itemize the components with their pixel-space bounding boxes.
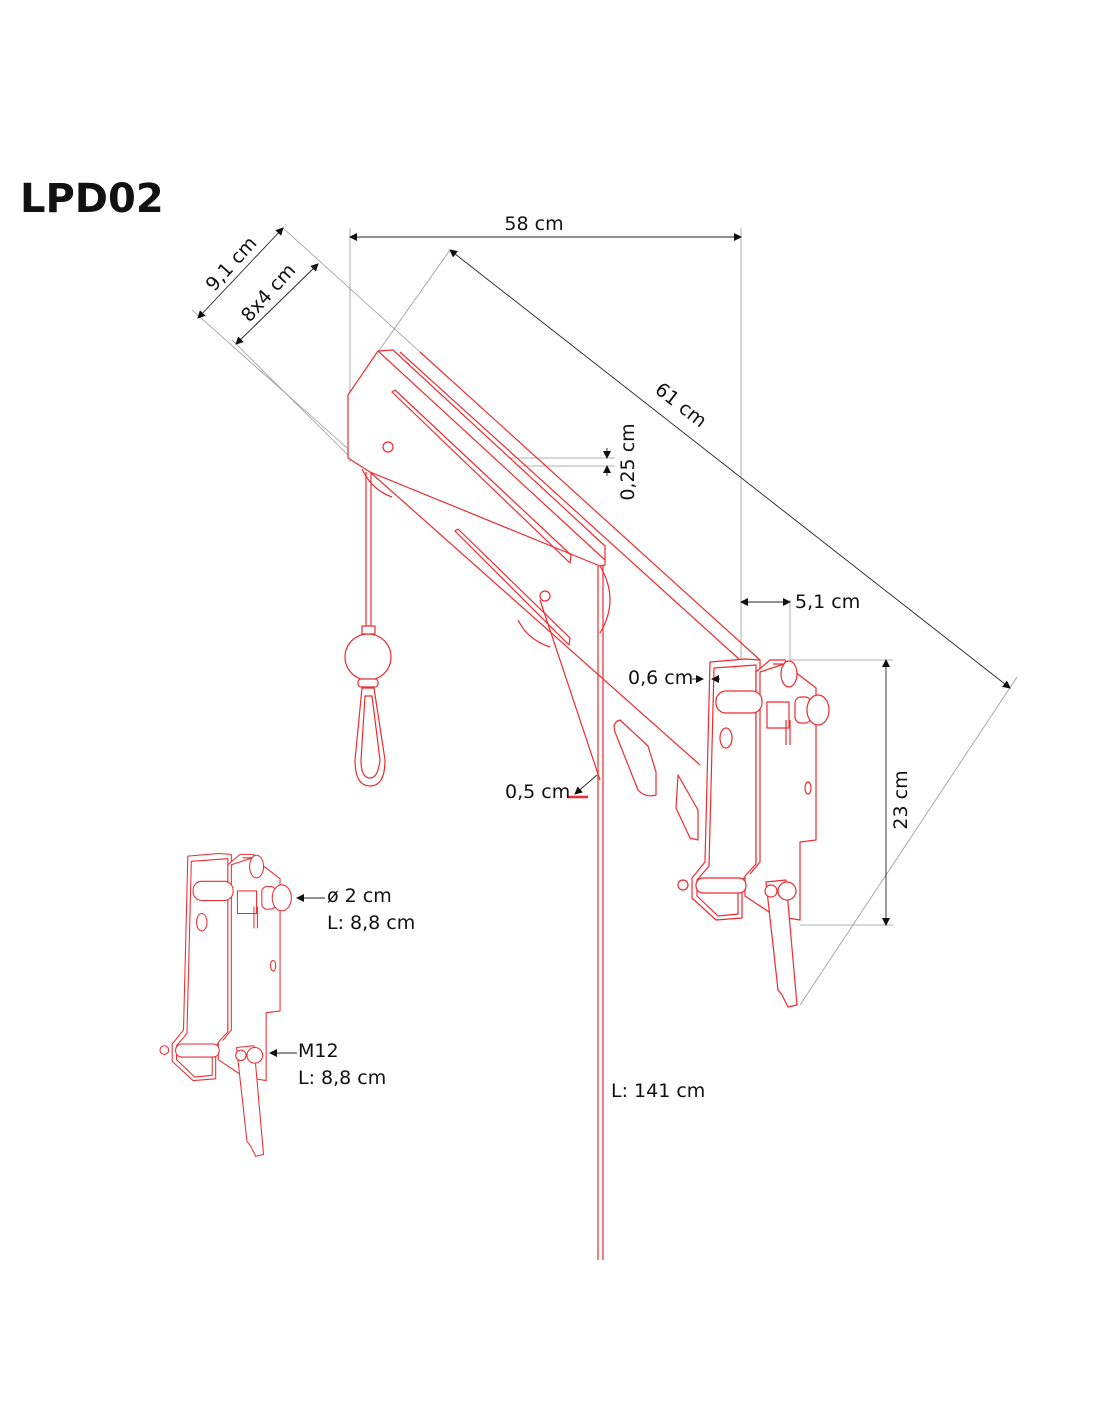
product-title: LPD02: [20, 176, 164, 222]
dimension-lines: [197, 227, 1011, 1057]
dim-23: 23 cm: [890, 770, 912, 829]
clamp-detail: [159, 852, 292, 1157]
dim-9-1: 9,1 cm: [202, 232, 262, 295]
arm-assembly: [344, 349, 761, 1260]
wall-clamp: [677, 658, 830, 1008]
dim-8x4: 8x4 cm: [237, 259, 300, 326]
extension-lines: [191, 227, 1018, 1006]
dim-0-6: 0,6 cm: [628, 667, 693, 689]
pin-length: L: 8,8 cm: [327, 912, 415, 934]
pin-diameter: ø 2 cm: [327, 885, 392, 907]
dim-0-25: 0,25 cm: [617, 423, 639, 500]
dim-5-1: 5,1 cm: [795, 591, 860, 613]
cable-length: L: 141 cm: [611, 1080, 705, 1102]
counterweight-ball: [344, 633, 392, 681]
dim-61: 61 cm: [651, 378, 711, 432]
bolt-length: L: 8,8 cm: [298, 1067, 386, 1089]
dim-58: 58 cm: [504, 213, 563, 235]
bolt-size: M12: [298, 1040, 339, 1062]
dim-0-5: 0,5 cm: [505, 781, 570, 803]
